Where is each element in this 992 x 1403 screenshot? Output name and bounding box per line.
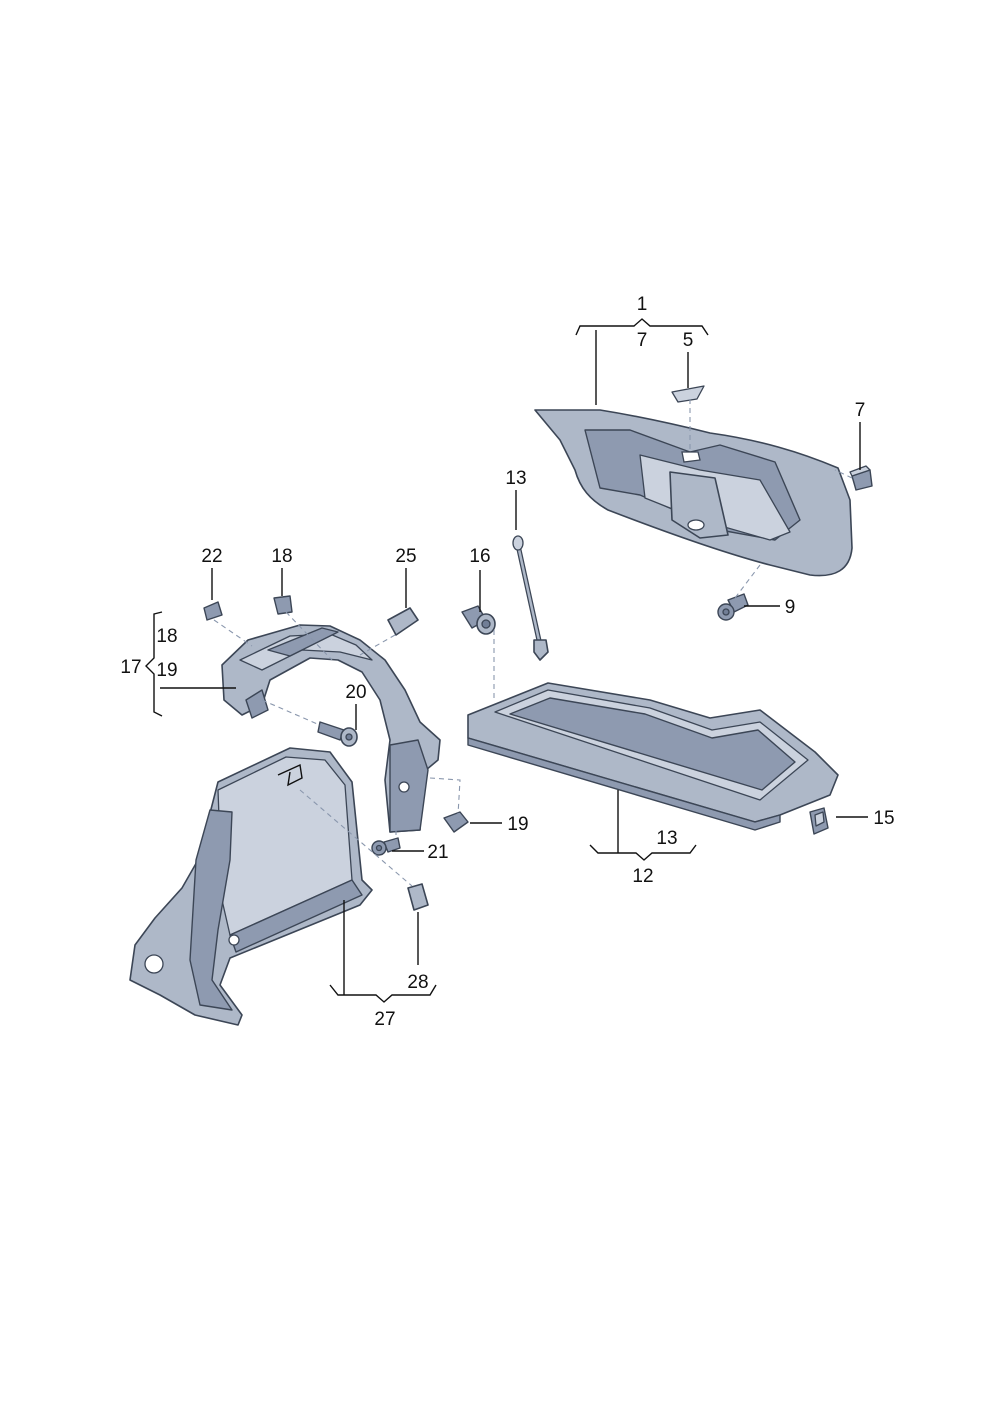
- callout-17: 17: [120, 657, 141, 678]
- callout-12: 12: [632, 866, 653, 887]
- callout-28: 28: [407, 972, 428, 993]
- pad-28: [407, 883, 429, 911]
- parcel-shelf-12: [467, 682, 839, 831]
- clip-5: [671, 385, 705, 403]
- callout-13-top: 13: [505, 468, 526, 489]
- screw-20: [317, 721, 358, 747]
- callout-15: 15: [873, 808, 894, 829]
- callout-18-top: 18: [271, 546, 292, 567]
- callout-18-group: 18: [156, 626, 177, 647]
- side-bracket-17: [221, 624, 441, 833]
- clip-18: [273, 595, 293, 615]
- clip-7: [849, 465, 873, 491]
- screw-16: [461, 605, 496, 635]
- callout-21: 21: [427, 842, 448, 863]
- clip-15: [809, 807, 829, 835]
- assembly-dashed-lines: [213, 399, 853, 887]
- callout-labels: 1 7 5 7 13 9 22 18 25 16 17 18 19 20 19 …: [120, 294, 894, 1030]
- callout-25: 25: [395, 546, 416, 567]
- support-rod-13: [512, 535, 549, 661]
- pad-22: [203, 601, 223, 621]
- callout-19-group: 19: [156, 660, 177, 681]
- leader-lines: [145, 318, 868, 1003]
- callout-5: 5: [683, 330, 694, 351]
- callout-19: 19: [507, 814, 528, 835]
- callout-13-group: 13: [656, 828, 677, 849]
- screw-9: [717, 593, 749, 621]
- callout-7-group: 7: [637, 330, 648, 351]
- side-trim-27: [129, 747, 373, 1026]
- trim-panel-1: [534, 409, 853, 577]
- callout-16: 16: [469, 546, 490, 567]
- callout-20: 20: [345, 682, 366, 703]
- callout-7: 7: [855, 400, 866, 421]
- callout-1: 1: [637, 294, 648, 315]
- clip-19: [443, 811, 469, 833]
- callout-9: 9: [785, 597, 796, 618]
- callout-22: 22: [201, 546, 222, 567]
- pad-25: [387, 607, 419, 636]
- callout-27: 27: [374, 1009, 395, 1030]
